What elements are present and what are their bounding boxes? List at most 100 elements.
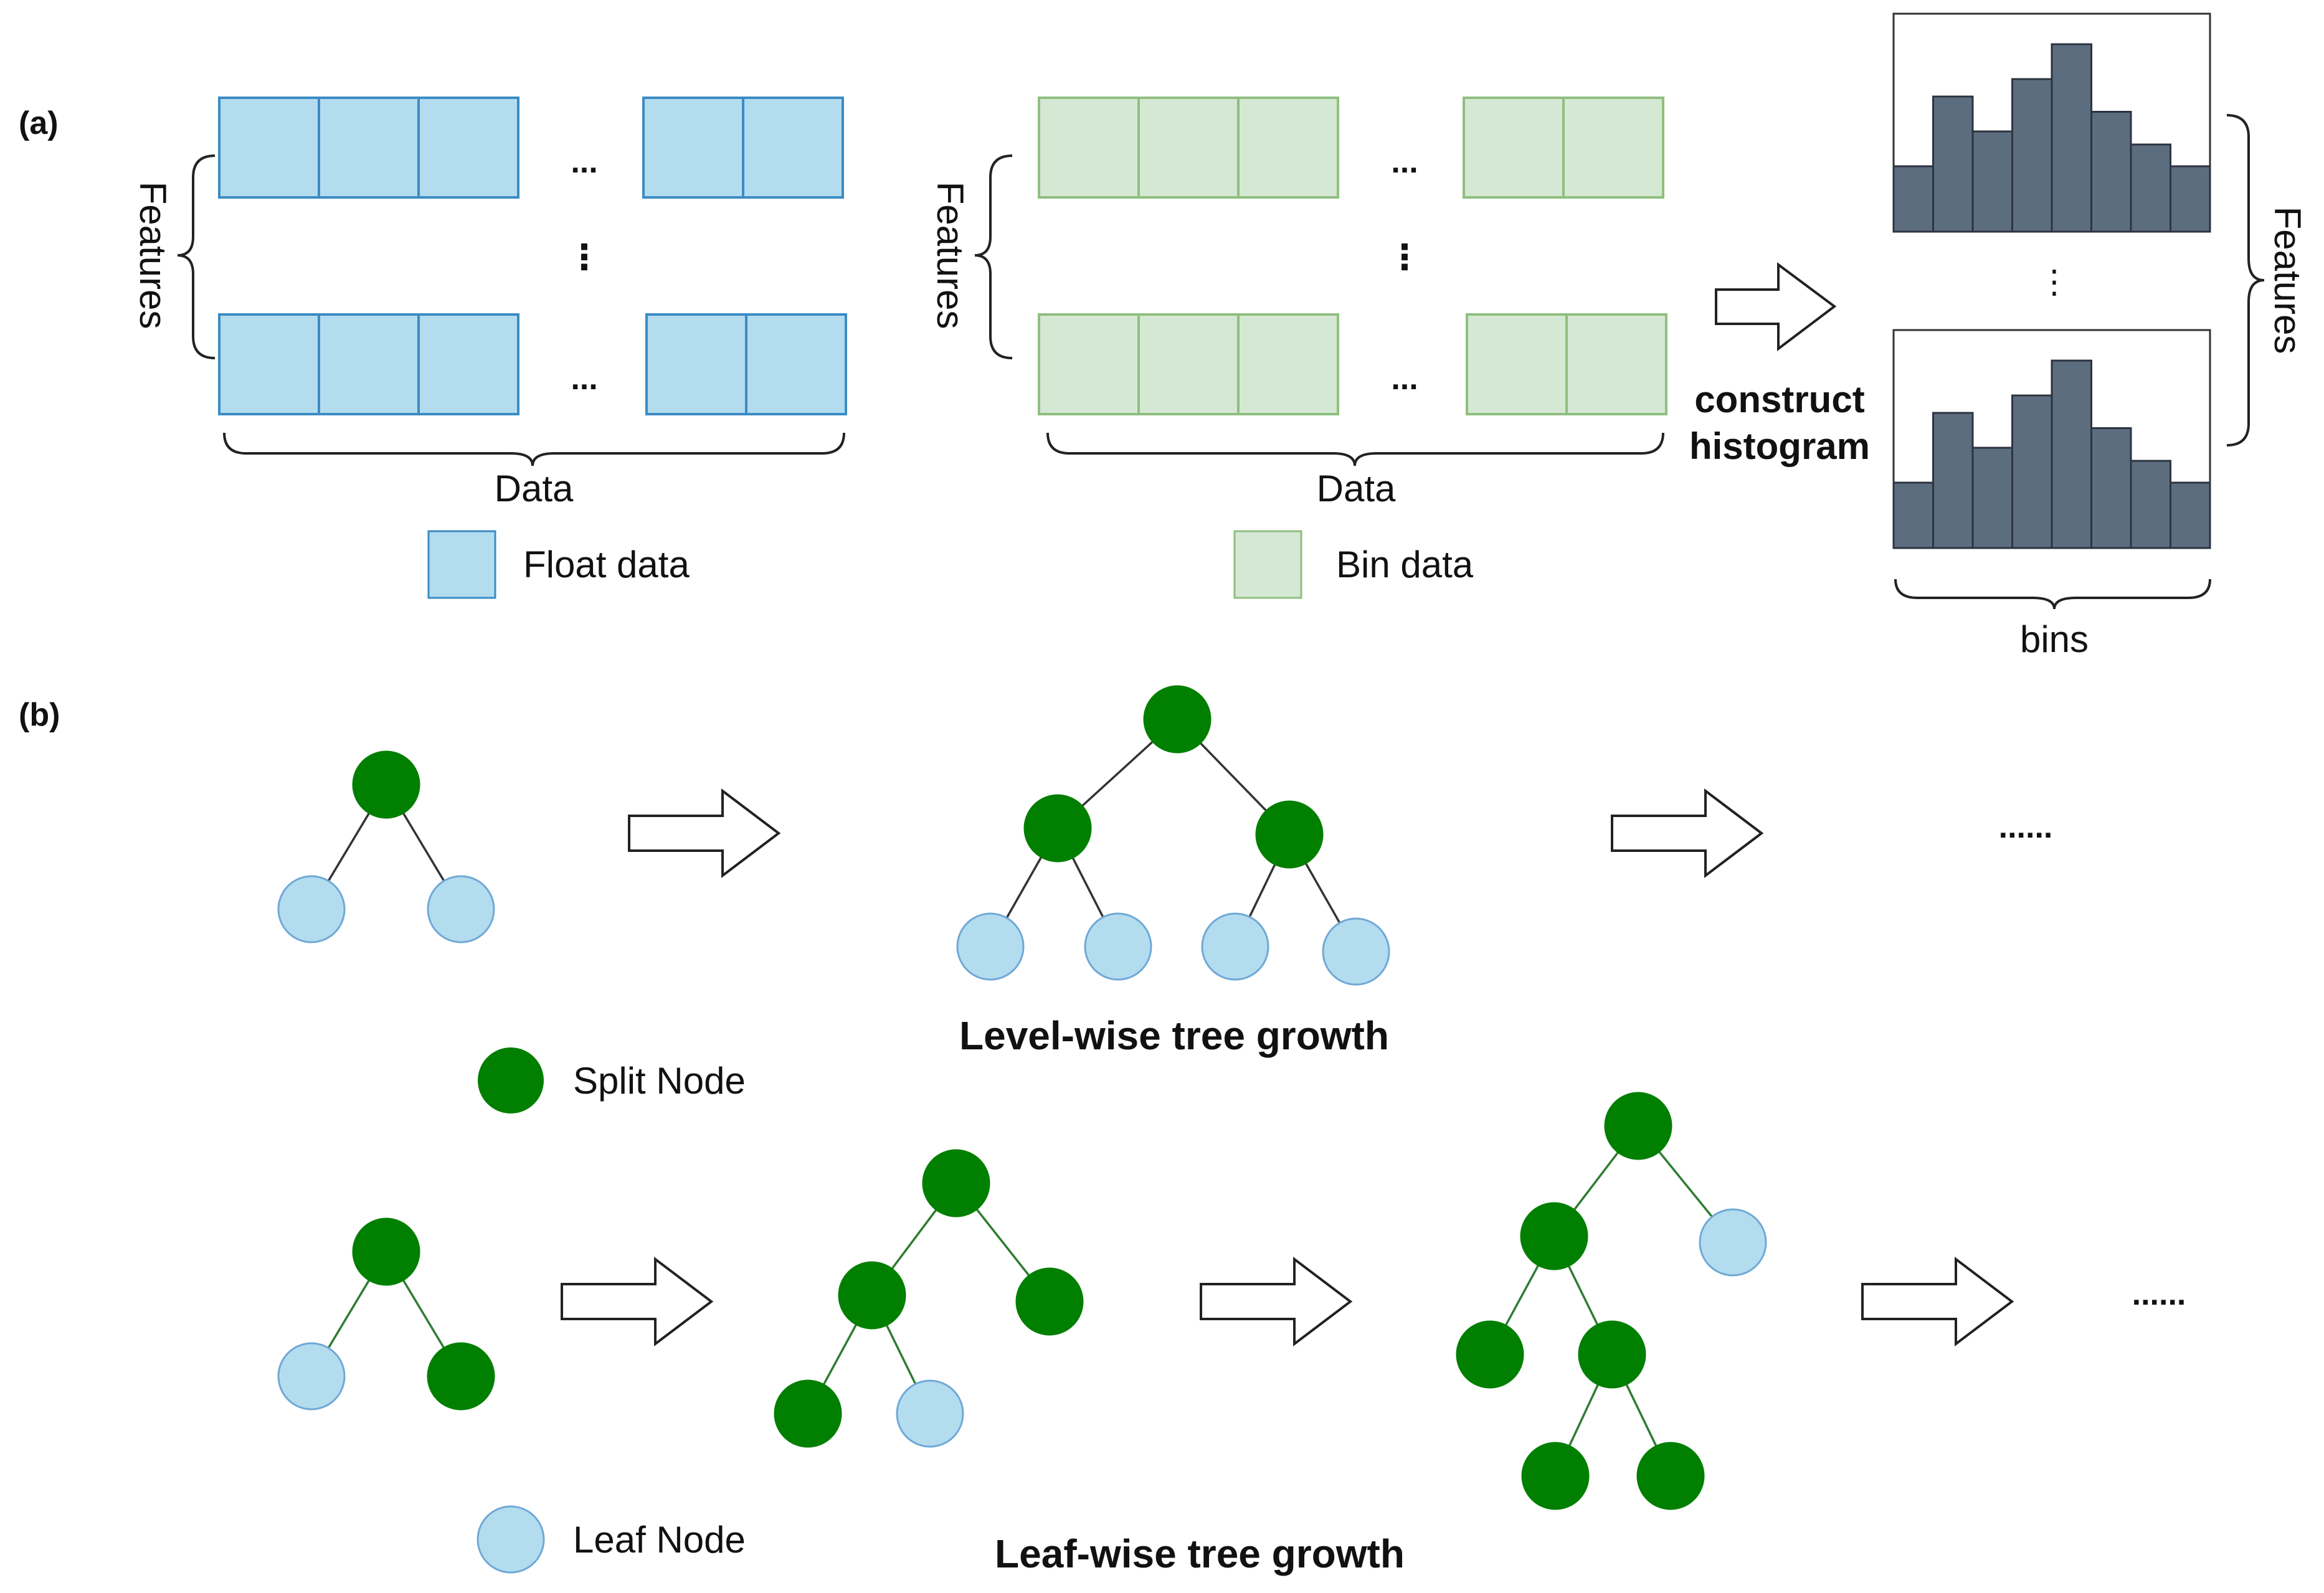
float-data-brace bbox=[223, 432, 845, 466]
leaf-growth-arrow-2 bbox=[1200, 1256, 1353, 1347]
histogram-vertical-ellipsis: ⋮ bbox=[2038, 264, 2070, 300]
bin-data-cell bbox=[1137, 313, 1240, 415]
leaf-node bbox=[1699, 1208, 1767, 1277]
leaf-wise-continuation-dots: ...... bbox=[2132, 1276, 2186, 1312]
split-node bbox=[352, 1217, 420, 1286]
float-data-cell bbox=[742, 97, 844, 199]
bin-data-cell bbox=[1562, 97, 1664, 199]
leaf-growth-arrow-3 bbox=[1861, 1256, 2014, 1347]
bins-label: bins bbox=[2020, 618, 2089, 660]
histogram-bar bbox=[2011, 394, 2053, 549]
float-data-row-ellipsis: ... bbox=[571, 361, 597, 397]
leaf-wise-tree-2 bbox=[774, 1149, 1084, 1448]
split-node-legend-label: Split Node bbox=[573, 1060, 746, 1102]
leaf-wise-tree-1 bbox=[277, 1217, 495, 1411]
histogram-bar bbox=[2130, 143, 2171, 233]
split-node bbox=[1578, 1320, 1646, 1389]
level-wise-title: Level-wise tree growth bbox=[959, 1013, 1389, 1058]
level-growth-arrow-2 bbox=[1611, 788, 1764, 879]
float-data-cell bbox=[417, 313, 519, 415]
split-node bbox=[1604, 1092, 1672, 1160]
float-data-label: Data bbox=[495, 468, 574, 509]
split-node bbox=[1143, 685, 1212, 754]
split-node bbox=[1015, 1267, 1084, 1336]
split-node bbox=[1521, 1442, 1590, 1510]
bin-data-cell bbox=[1137, 97, 1240, 199]
histogram-bar bbox=[2170, 481, 2211, 549]
bin-data-cell bbox=[1038, 313, 1140, 415]
histogram-bar bbox=[1971, 447, 2013, 549]
leaf-wise-tree-3 bbox=[1456, 1092, 1767, 1510]
construct-label-line1: construct bbox=[1694, 379, 1864, 420]
bin-features-brace bbox=[974, 154, 1013, 359]
histogram-bar bbox=[2170, 165, 2211, 233]
bin-data-row-ellipsis: ... bbox=[1391, 144, 1418, 180]
construct-arrow bbox=[1715, 262, 1837, 352]
leaf-node-legend-label: Leaf Node bbox=[573, 1519, 746, 1561]
histogram-top bbox=[1892, 12, 2211, 233]
float-data-cell bbox=[318, 97, 420, 199]
float-data-cell bbox=[645, 313, 747, 415]
panel-a-label: (a) bbox=[19, 105, 59, 141]
bin-data-label: Data bbox=[1317, 468, 1396, 509]
float-data-matrix: ...... ⋮ bbox=[218, 97, 847, 415]
level-wise-continuation-dots: ...... bbox=[1999, 809, 2053, 845]
histogram-bar bbox=[2130, 460, 2171, 549]
leaf-node bbox=[956, 912, 1025, 981]
leaf-growth-arrow-1 bbox=[561, 1256, 714, 1347]
histogram-bar bbox=[2090, 111, 2132, 233]
bin-data-cell bbox=[1466, 313, 1568, 415]
split-node bbox=[922, 1149, 990, 1217]
bin-legend-swatch bbox=[1233, 530, 1302, 599]
split-node bbox=[838, 1261, 906, 1330]
histogram-bar bbox=[1892, 165, 1934, 233]
float-features-brace bbox=[177, 154, 216, 359]
float-legend-swatch bbox=[427, 530, 496, 599]
histogram-bar bbox=[2090, 427, 2132, 549]
split-node bbox=[427, 1342, 495, 1411]
split-node bbox=[1636, 1442, 1705, 1510]
float-data-cell bbox=[642, 97, 744, 199]
histogram-features-label: Features bbox=[2267, 207, 2308, 354]
leaf-wise-title: Leaf-wise tree growth bbox=[995, 1531, 1405, 1576]
histogram-bar bbox=[2051, 359, 2092, 549]
split-node bbox=[1255, 800, 1324, 869]
float-data-cell bbox=[318, 313, 420, 415]
leaf-node bbox=[896, 1379, 964, 1448]
bin-data-cell bbox=[1038, 97, 1140, 199]
leaf-node-legend-swatch bbox=[477, 1505, 545, 1574]
level-wise-tree-1 bbox=[277, 750, 495, 943]
bin-data-vertical-ellipsis: ⋮ bbox=[1387, 237, 1422, 277]
leaf-node bbox=[277, 1342, 346, 1411]
histogram-bar bbox=[1892, 481, 1934, 549]
float-data-cell bbox=[745, 313, 847, 415]
histogram-features-brace bbox=[2226, 114, 2265, 447]
float-legend-label: Float data bbox=[523, 544, 690, 585]
bin-data-cell bbox=[1463, 97, 1565, 199]
split-node bbox=[352, 750, 420, 819]
bin-data-cell bbox=[1237, 313, 1339, 415]
histogram-bar bbox=[2011, 78, 2053, 233]
histogram-bottom bbox=[1892, 329, 2211, 549]
float-features-label: Features bbox=[132, 182, 174, 329]
leaf-node bbox=[1084, 912, 1152, 981]
split-node bbox=[1520, 1202, 1588, 1270]
bin-data-row-ellipsis: ... bbox=[1391, 361, 1418, 397]
leaf-node bbox=[1201, 912, 1269, 981]
histogram-bar bbox=[1932, 412, 1974, 549]
float-data-cell bbox=[417, 97, 519, 199]
level-wise-tree-2 bbox=[956, 685, 1390, 986]
level-growth-arrow-1 bbox=[628, 788, 781, 879]
float-data-vertical-ellipsis: ⋮ bbox=[567, 237, 602, 277]
float-data-cell bbox=[218, 313, 320, 415]
histogram-bar bbox=[1971, 130, 2013, 233]
histogram-bar bbox=[2051, 43, 2092, 233]
bin-data-cell bbox=[1237, 97, 1339, 199]
leaf-node bbox=[277, 875, 346, 943]
float-data-row-ellipsis: ... bbox=[571, 144, 597, 180]
split-node bbox=[774, 1379, 842, 1448]
float-data-cell bbox=[218, 97, 320, 199]
panel-b-label: (b) bbox=[19, 697, 60, 733]
construct-label-line2: histogram bbox=[1689, 425, 1870, 467]
leaf-node bbox=[427, 875, 495, 943]
